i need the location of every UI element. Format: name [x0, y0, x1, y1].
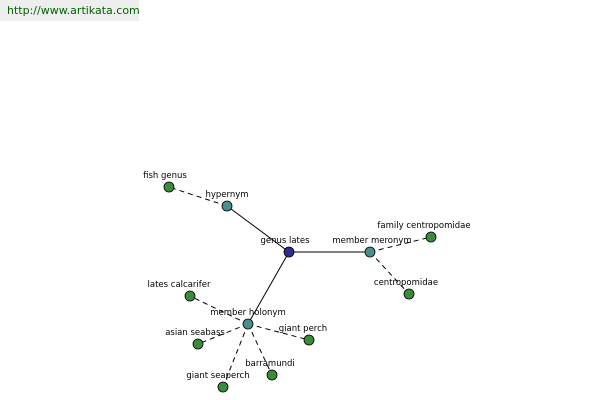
node-giant-seaperch[interactable]: [217, 381, 229, 393]
edge-member-meronym-to-centropomidae: [369, 251, 410, 295]
node-family-centropomidae[interactable]: [425, 231, 437, 243]
label-family-centropomidae[interactable]: family centropomidae: [377, 221, 470, 231]
site-url-link[interactable]: http://www.artikata.com: [0, 0, 140, 21]
edge-member-holonym-to-giant-seaperch: [222, 323, 249, 388]
edge-member-holonym-to-barramundi: [247, 323, 273, 376]
edge-genus-lates-to-member-holonym: [247, 251, 290, 325]
node-giant-perch[interactable]: [303, 334, 315, 346]
label-hypernym[interactable]: hypernym: [205, 190, 248, 200]
label-genus-lates[interactable]: genus lates: [260, 236, 310, 246]
node-asian-seabass[interactable]: [192, 338, 204, 350]
label-member-meronym[interactable]: member meronym: [332, 236, 411, 246]
label-layer: genus lates hypernym member meronym member …: [143, 171, 470, 381]
label-centropomidae[interactable]: centropomidae: [374, 278, 438, 288]
label-giant-seaperch[interactable]: giant seaperch: [186, 371, 249, 381]
node-member-holonym[interactable]: [242, 318, 254, 330]
node-layer: [163, 181, 437, 393]
edge-hypernym-to-fish-genus: [168, 186, 228, 207]
label-lates-calcarifer[interactable]: lates calcarifer: [148, 280, 211, 290]
node-member-meronym[interactable]: [364, 246, 376, 258]
label-member-holonym[interactable]: member holonym: [210, 308, 285, 318]
label-barramundi[interactable]: barramundi: [245, 359, 294, 369]
edge-member-holonym-to-giant-perch: [247, 323, 310, 341]
node-centropomidae[interactable]: [403, 288, 415, 300]
label-asian-seabass[interactable]: asian seabass: [165, 328, 225, 338]
edge-genus-lates-to-hypernym: [226, 205, 290, 253]
node-fish-genus[interactable]: [163, 181, 175, 193]
edge-layer: [168, 186, 432, 388]
node-barramundi[interactable]: [266, 369, 278, 381]
label-giant-perch[interactable]: giant perch: [279, 324, 327, 334]
node-lates-calcarifer[interactable]: [184, 290, 196, 302]
label-fish-genus[interactable]: fish genus: [143, 171, 187, 181]
edge-member-holonym-to-lates-calcarifer: [189, 295, 249, 325]
node-genus-lates[interactable]: [283, 246, 295, 258]
node-hypernym[interactable]: [221, 200, 233, 212]
edge-member-meronym-to-family-centropomidae: [369, 236, 432, 253]
